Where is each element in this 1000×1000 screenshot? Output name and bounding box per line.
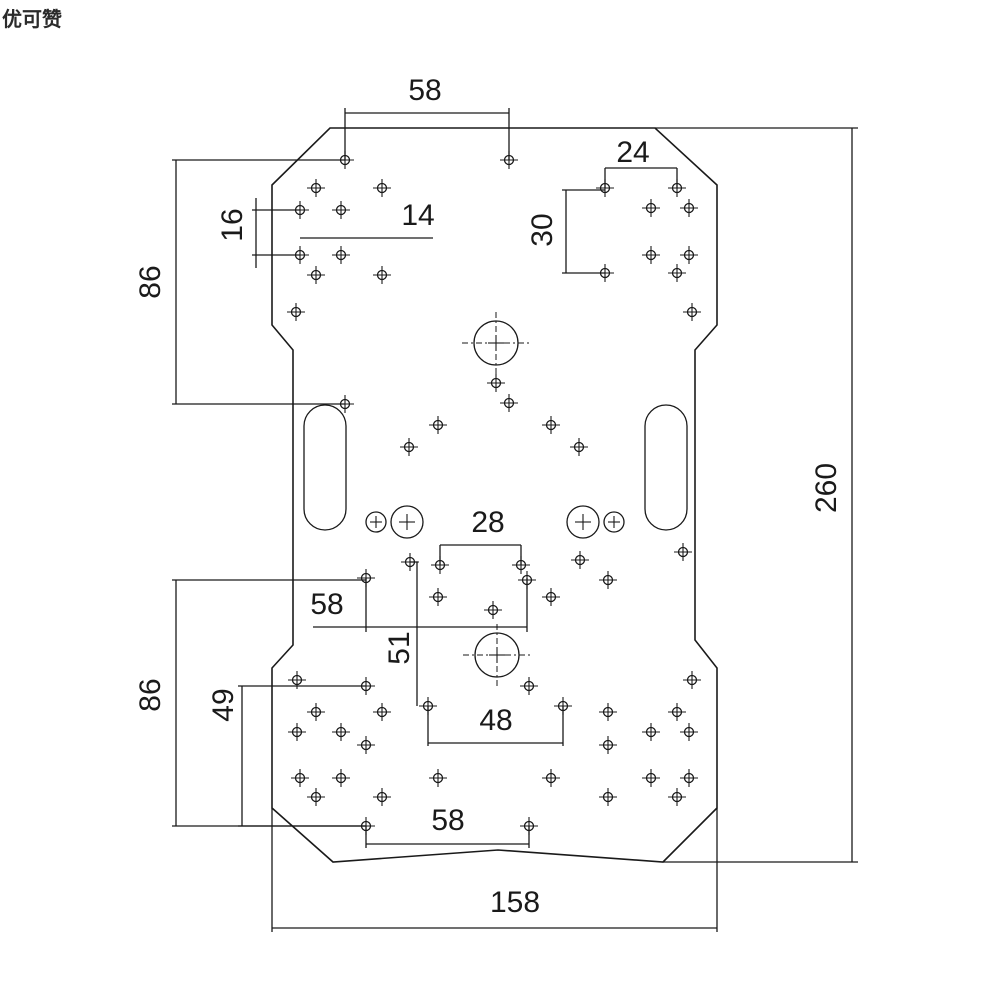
dim-label-49: 49	[207, 688, 240, 721]
dim-label-mid-58: 58	[310, 588, 343, 621]
dimension-lines	[172, 108, 858, 932]
mounting-hole	[683, 303, 701, 321]
mounting-hole	[668, 703, 686, 721]
dim-label-left-upper-86: 86	[134, 265, 167, 298]
mounting-hole	[373, 788, 391, 806]
mounting-hole	[429, 588, 447, 606]
mounting-hole	[571, 551, 589, 569]
mounting-hole	[484, 601, 502, 619]
dim-label-24: 24	[616, 136, 649, 169]
mounting-hole	[680, 199, 698, 217]
mounting-hole	[570, 438, 588, 456]
logo: 优可赞	[2, 7, 62, 31]
dim-label-158: 158	[490, 886, 540, 919]
mounting-hole	[680, 769, 698, 787]
mounting-hole	[599, 788, 617, 806]
dim-label-top-58: 58	[408, 74, 441, 107]
mounting-hole	[599, 703, 617, 721]
mounting-hole	[668, 788, 686, 806]
mounting-hole	[642, 769, 660, 787]
dim-label-260: 260	[810, 463, 843, 513]
mounting-hole	[668, 264, 686, 282]
mounting-hole	[429, 769, 447, 787]
dim-label-51: 51	[383, 631, 416, 664]
dim-label-14: 14	[401, 199, 434, 232]
plate-outline	[271, 127, 718, 863]
mounting-hole	[680, 723, 698, 741]
mounting-hole	[307, 788, 325, 806]
mounting-hole	[332, 246, 350, 264]
right-slot	[644, 404, 688, 531]
mounting-hole	[373, 266, 391, 284]
mounting-hole	[599, 736, 617, 754]
mounting-hole	[357, 736, 375, 754]
dim-label-bottom-58: 58	[431, 804, 464, 837]
mounting-hole	[332, 769, 350, 787]
mounting-hole	[680, 246, 698, 264]
mounting-hole	[542, 588, 560, 606]
mounting-hole	[332, 201, 350, 219]
dim-label-28: 28	[471, 506, 504, 539]
mounting-hole	[287, 303, 305, 321]
mounting-hole	[307, 179, 325, 197]
mounting-hole	[642, 723, 660, 741]
mounting-hole	[674, 543, 692, 561]
mounting-hole	[520, 677, 538, 695]
mounting-hole	[683, 671, 701, 689]
left-slot	[303, 404, 347, 531]
mounting-hole	[307, 266, 325, 284]
mounting-hole	[642, 246, 660, 264]
mounting-hole	[373, 703, 391, 721]
dim-label-left-lower-86: 86	[134, 678, 167, 711]
dim-label-30: 30	[526, 213, 559, 246]
mounting-hole	[400, 438, 418, 456]
mounting-hole	[500, 394, 518, 412]
mounting-hole	[307, 703, 325, 721]
mounting-hole	[599, 571, 617, 589]
mounting-hole	[487, 374, 505, 392]
mounting-hole	[429, 416, 447, 434]
mounting-hole	[291, 769, 309, 787]
large-holes	[365, 312, 625, 686]
mounting-hole	[542, 416, 560, 434]
mounting-hole	[373, 179, 391, 197]
mounting-hole	[288, 723, 306, 741]
mounting-hole	[642, 199, 660, 217]
mounting-hole	[332, 723, 350, 741]
dim-label-48: 48	[479, 704, 512, 737]
mounting-hole	[542, 769, 560, 787]
dim-label-16: 16	[216, 208, 249, 241]
